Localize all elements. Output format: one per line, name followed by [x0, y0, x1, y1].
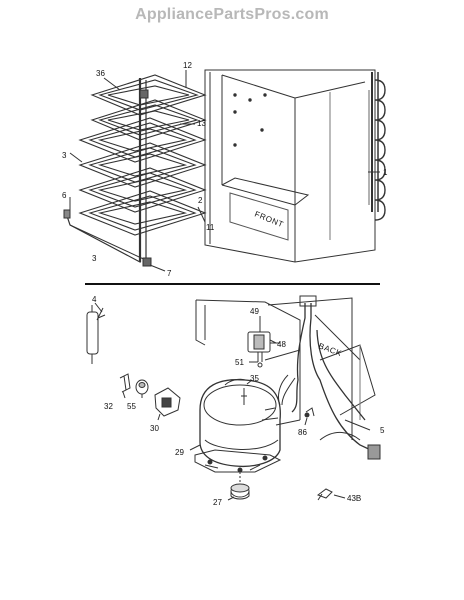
callout-6: 6 [62, 191, 67, 200]
callout-13: 13 [197, 119, 206, 128]
callout-29: 29 [175, 448, 184, 457]
callout-27: 27 [213, 498, 222, 507]
callout-3-lower: 3 [92, 254, 97, 263]
condenser-coil [368, 72, 386, 221]
callout-2: 2 [198, 196, 203, 205]
callout-49: 49 [250, 307, 259, 316]
callout-11: 11 [206, 223, 215, 232]
start-relay [247, 331, 277, 368]
filter-drier [86, 305, 106, 364]
mounting-clip [316, 488, 333, 501]
front-label: FRONT [253, 210, 285, 230]
callout-30: 30 [150, 424, 159, 433]
callout-32: 32 [104, 402, 113, 411]
compressor-compartment [195, 297, 376, 440]
callout-51: 51 [235, 358, 244, 367]
callout-35: 35 [250, 374, 259, 383]
wiring-harness [278, 295, 381, 460]
grommet [230, 472, 250, 500]
callout-4: 4 [92, 295, 97, 304]
callout-3-upper: 3 [62, 151, 67, 160]
callout-12: 12 [183, 61, 192, 70]
callout-36: 36 [96, 69, 105, 78]
overload-protector [135, 379, 149, 395]
screw-clip [304, 407, 315, 418]
callout-5: 5 [380, 426, 385, 435]
terminal-cover [154, 387, 181, 417]
callout-1: 1 [383, 168, 388, 177]
callout-7: 7 [167, 269, 172, 278]
shelf-coil-assembly [63, 74, 207, 267]
callout-48: 48 [277, 340, 286, 349]
callout-86: 86 [298, 428, 307, 437]
compressor [194, 378, 301, 473]
watermark: AppliancePartsPros.com [135, 6, 329, 23]
callout-55: 55 [127, 402, 136, 411]
overload-clip [119, 373, 131, 393]
freezer-cabinet [204, 69, 376, 263]
callout-43b: 43B [347, 494, 361, 503]
